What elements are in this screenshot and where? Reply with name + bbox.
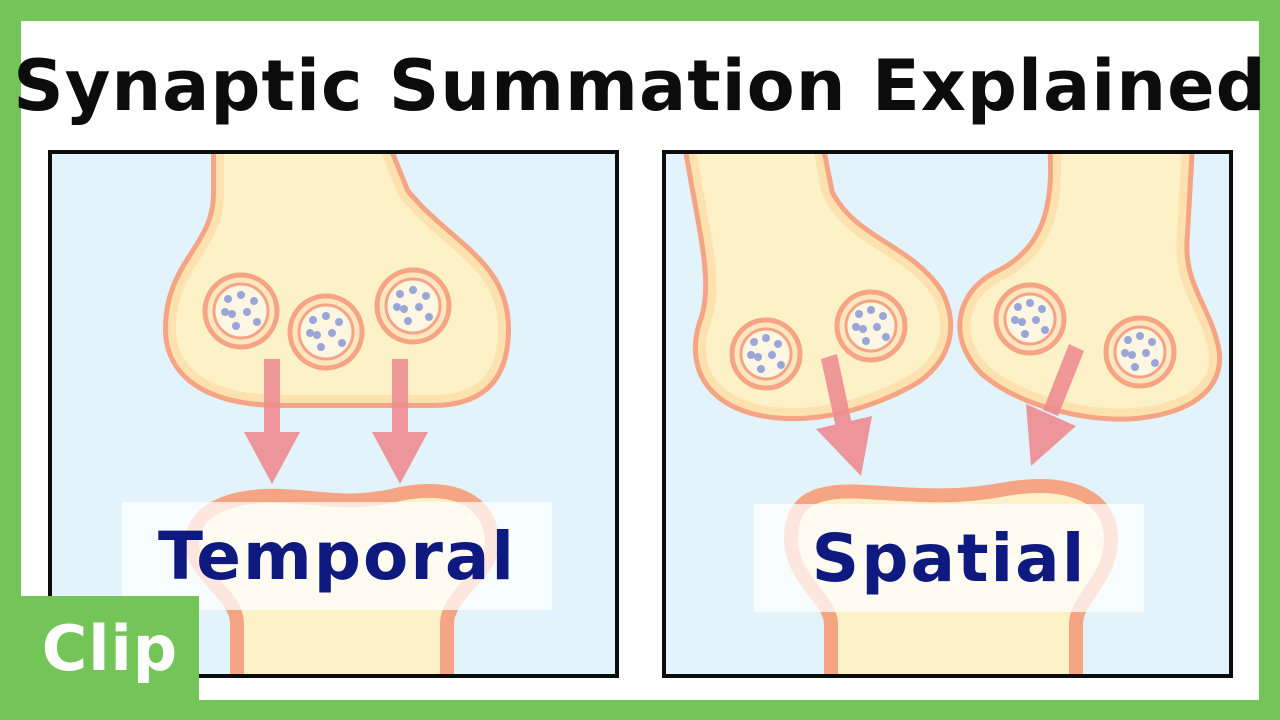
synaptic-vesicle-icon (993, 282, 1067, 356)
synaptic-vesicle-icon (834, 289, 908, 363)
clip-badge-label: Clip (41, 611, 179, 685)
presynaptic-terminal-icon (957, 154, 1223, 422)
synaptic-vesicle-icon (1103, 315, 1177, 389)
neurotransmitter-dots (747, 299, 1159, 373)
spatial-panel: Spatial (662, 150, 1233, 678)
synaptic-vesicle-icon (202, 272, 280, 350)
synaptic-vesicle-icon (729, 317, 803, 391)
presynaptic-terminal-icon (683, 154, 954, 422)
page-title: Synaptic Summation Explained (13, 45, 1267, 127)
synaptic-vesicle-icon (374, 267, 452, 345)
neurotransmitter-dots (221, 286, 433, 351)
temporal-label-box: Temporal (122, 502, 552, 610)
temporal-label: Temporal (157, 517, 517, 595)
temporal-panel: Temporal (48, 150, 619, 678)
clip-badge: Clip (21, 596, 199, 700)
neurotransmitter-arrow-icon (1026, 344, 1084, 466)
neurotransmitter-arrow-icon (244, 359, 300, 484)
neurotransmitter-arrow-icon (816, 354, 872, 476)
synaptic-vesicle-icon (287, 293, 365, 371)
neurotransmitter-arrow-icon (372, 359, 428, 484)
spatial-label: Spatial (811, 519, 1087, 597)
spatial-label-box: Spatial (754, 504, 1144, 612)
